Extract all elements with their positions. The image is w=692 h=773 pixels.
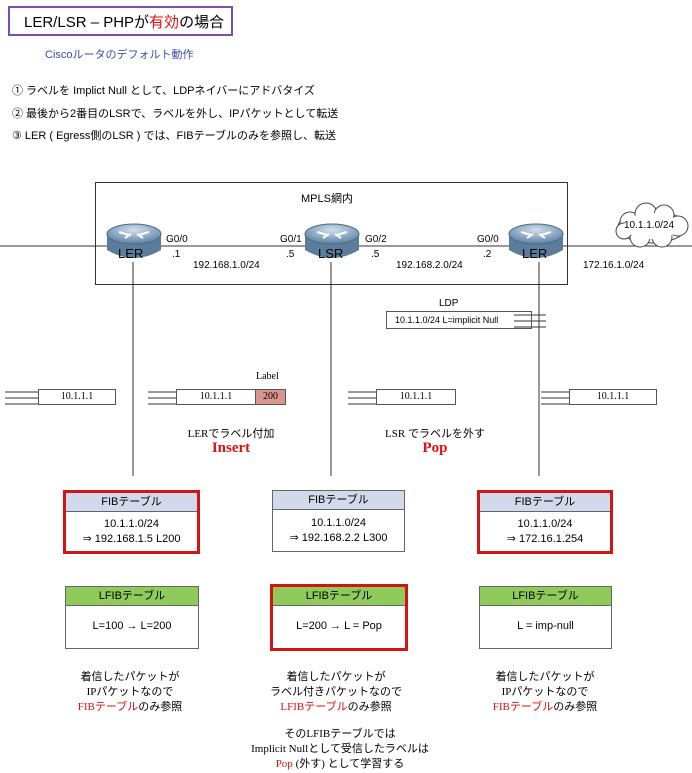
router-icon [508, 223, 564, 258]
fib-table-title: FIBテーブル [273, 491, 404, 510]
fib-table-title: FIBテーブル [66, 493, 197, 512]
cloud-network-label: 10.1.1.0/24 [624, 220, 675, 231]
fib-table-ingress: FIBテーブル 10.1.1.0/24 ⇒ 192.168.1.5 L200 [63, 490, 200, 554]
ldp-advertisement: 10.1.1.0/24 L=implicit Null [386, 311, 532, 329]
interface-ip: .5 [371, 249, 380, 260]
note-line: ラベル付きパケットなので [270, 686, 402, 698]
interface-label: G0/1 [280, 234, 302, 245]
fib-entry-nexthop: ⇒ 172.16.1.254 [506, 533, 584, 545]
note-line: FIBテーブルのみ参照 [40, 700, 220, 715]
step-3: ③ LER ( Egress側のLSR ) では、FIBテーブルのみを参照し、転… [12, 130, 336, 142]
router-label-lsr: LSR [318, 246, 344, 261]
note-line: 着信したパケットが [495, 671, 595, 683]
title-pre: LER/LSR – PHPが [24, 13, 150, 31]
lsr-action-op: Pop [422, 440, 448, 456]
step-1: ① ラベルを Implict Null として、LDPネイバーにアドバタイズ [12, 85, 315, 97]
ler-action-op: Insert [211, 440, 251, 456]
note-egress: 着信したパケットが IPパケットなので FIBテーブルのみ参照 [455, 670, 635, 715]
mpls-label-value: 200 [255, 389, 286, 405]
note-line: Pop (外す) として学習する [220, 757, 460, 772]
note-line: FIBテーブルのみ参照 [455, 700, 635, 715]
lfib-table-ingress: LFIBテーブル L=100 → L=200 [65, 586, 199, 649]
mpls-label: MPLS網内 [301, 193, 353, 205]
note-text: のみ参照 [347, 701, 392, 713]
step-2: ② 最後から2番目のLSRで、ラベルを外し、IPパケットとして転送 [12, 108, 339, 120]
label-title: Label [256, 371, 279, 382]
note-ingress: 着信したパケットが IPパケットなので FIBテーブルのみ参照 [40, 670, 220, 715]
lfib-entry: L=100 → L=200 [92, 620, 172, 632]
lsr-action-desc: LSR でラベルを外す [385, 428, 485, 440]
interface-label: G0/0 [477, 234, 499, 245]
interface-label: G0/2 [365, 234, 387, 245]
network-label: 192.168.2.0/24 [396, 260, 463, 271]
note-lsr: 着信したパケットが ラベル付きパケットなので LFIBテーブルのみ参照 [236, 670, 436, 715]
fib-table-egress: FIBテーブル 10.1.1.0/24 ⇒ 172.16.1.254 [477, 490, 613, 554]
note-highlight: LFIBテーブル [280, 701, 348, 713]
lfib-table-egress: LFIBテーブル L = imp-null [479, 586, 612, 649]
ip-packet: 10.1.1.1 [376, 389, 456, 405]
interface-ip: .1 [172, 249, 181, 260]
title-emphasis: 有効 [149, 13, 180, 31]
note-highlight: FIBテーブル [77, 701, 139, 713]
title-post: の場合 [179, 13, 225, 31]
router-label-ler-ingress: LER [118, 246, 144, 261]
lfib-table-title: LFIBテーブル [480, 587, 611, 606]
fib-entry-prefix: 10.1.1.0/24 [103, 518, 160, 530]
fib-table-title: FIBテーブル [480, 493, 610, 512]
mpls-network-box [95, 182, 568, 285]
lfib-table-title: LFIBテーブル [66, 587, 198, 606]
lfib-entry: L = imp-null [517, 620, 574, 632]
interface-ip: .2 [483, 249, 492, 260]
note-line: LFIBテーブルのみ参照 [236, 700, 436, 715]
fib-table-lsr: FIBテーブル 10.1.1.0/24 ⇒ 192.168.2.2 L300 [272, 490, 405, 552]
note-highlight: Pop [275, 758, 293, 770]
note-text: (外す) として学習する [292, 758, 405, 770]
labeled-packet-ip: 10.1.1.1 [176, 389, 256, 405]
note-line: 着信したパケットが [286, 671, 386, 683]
fib-entry-prefix: 10.1.1.0/24 [517, 518, 573, 530]
interface-label: G0/0 [166, 234, 188, 245]
fib-entry-prefix: 10.1.1.0/24 [310, 517, 367, 529]
router-label-ler-egress: LER [522, 246, 548, 261]
note-line: 着信したパケットが [80, 671, 180, 683]
note-text: のみ参照 [553, 701, 598, 713]
interface-ip: .5 [286, 249, 295, 260]
fib-entry-nexthop: ⇒ 192.168.2.2 L300 [289, 532, 388, 544]
lfib-entry: L=200 → L = Pop [296, 620, 382, 632]
lfib-table-lsr: LFIBテーブル L=200 → L = Pop [270, 584, 408, 651]
router-icon [106, 223, 162, 258]
network-label: 172.16.1.0/24 [583, 260, 645, 271]
note-line: Implicit Nullとして受信したラベルは [251, 743, 429, 755]
fib-entry-nexthop: ⇒ 192.168.1.5 L200 [82, 533, 181, 545]
ip-packet: 10.1.1.1 [38, 389, 116, 405]
note-text: のみ参照 [138, 701, 183, 713]
note-line: IPパケットなので [86, 686, 174, 698]
note-lsr-learning: そのLFIBテーブルでは Implicit Nullとして受信したラベルは Po… [220, 727, 460, 772]
lfib-table-title: LFIBテーブル [273, 587, 405, 606]
page-title: LER/LSR – PHPが有効の場合 [8, 6, 233, 36]
note-highlight: FIBテーブル [492, 701, 554, 713]
note-line: そのLFIBテーブルでは [284, 728, 396, 740]
subtitle: Ciscoルータのデフォルト動作 [45, 49, 194, 61]
ip-packet: 10.1.1.1 [569, 389, 657, 405]
note-line: IPパケットなので [501, 686, 589, 698]
cloud-icon [615, 202, 689, 248]
ler-action-desc: LERでラベル付加 [187, 428, 275, 440]
router-icon [304, 223, 360, 258]
network-label: 192.168.1.0/24 [193, 260, 260, 271]
ldp-title: LDP [439, 298, 459, 309]
